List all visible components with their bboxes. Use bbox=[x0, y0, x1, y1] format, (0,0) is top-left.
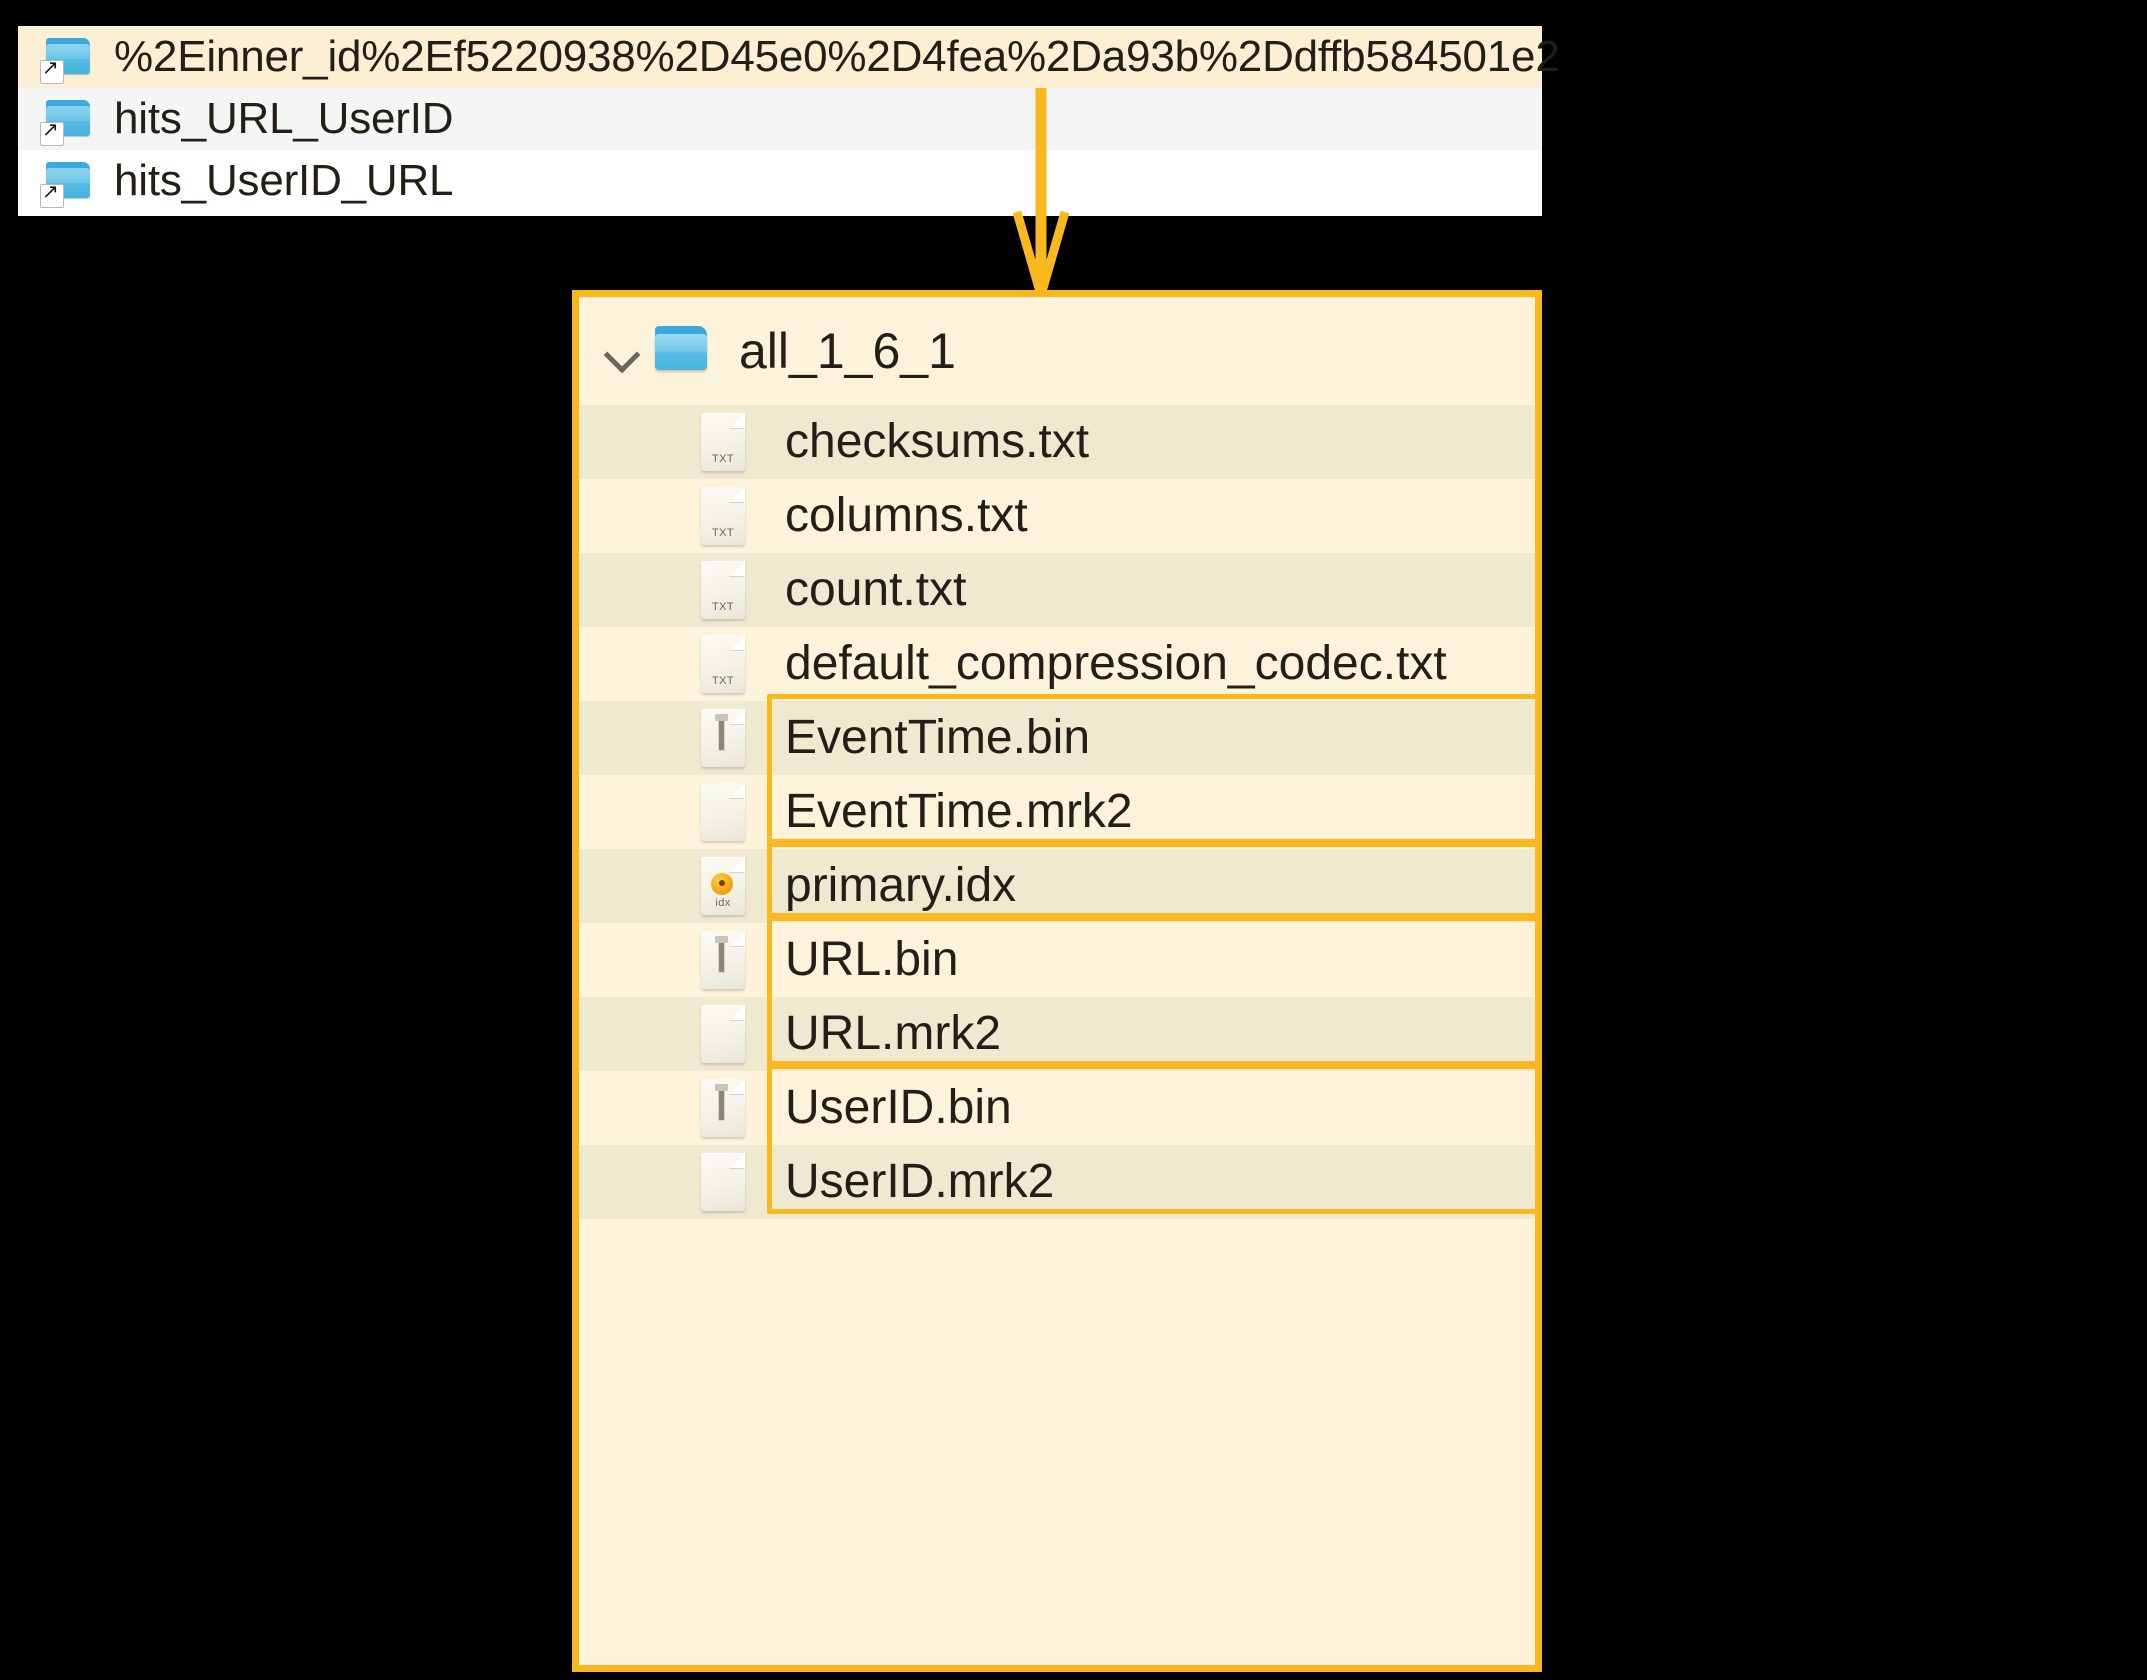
txt-file-icon: TXT bbox=[701, 487, 745, 545]
file-row[interactable]: TXT checksums.txt bbox=[579, 405, 1535, 479]
file-row-label: EventTime.mrk2 bbox=[785, 785, 1133, 838]
file-type-badge: TXT bbox=[712, 453, 734, 465]
file-row[interactable]: URL.mrk2 bbox=[579, 997, 1535, 1071]
bin-file-icon bbox=[701, 931, 745, 989]
file-type-badge: TXT bbox=[712, 601, 734, 613]
part-folder-row[interactable]: all_1_6_1 bbox=[579, 297, 1535, 405]
file-row[interactable]: TXT count.txt bbox=[579, 553, 1535, 627]
txt-file-icon: TXT bbox=[701, 561, 745, 619]
file-row-label: EventTime.bin bbox=[785, 711, 1091, 764]
file-list-row-2[interactable]: hits_UserID_URL bbox=[18, 150, 1542, 212]
file-row[interactable]: EventTime.mrk2 bbox=[579, 775, 1535, 849]
file-row-label: default_compression_codec.txt bbox=[785, 637, 1447, 690]
file-row-label: primary.idx bbox=[785, 859, 1017, 912]
file-type-badge: TXT bbox=[712, 675, 734, 687]
file-row[interactable]: UserID.mrk2 bbox=[579, 1145, 1535, 1219]
chevron-down-icon[interactable] bbox=[601, 330, 643, 372]
file-row[interactable]: TXT columns.txt bbox=[579, 479, 1535, 553]
file-list-row-0[interactable]: %2Einner_id%2Ef5220938%2D45e0%2D4fea%2Da… bbox=[18, 26, 1560, 88]
folder-shortcut-icon bbox=[40, 36, 94, 84]
file-type-badge: idx bbox=[715, 897, 731, 909]
bin-file-icon bbox=[701, 1079, 745, 1137]
file-row-label: URL.bin bbox=[785, 933, 959, 986]
file-row-label: UserID.mrk2 bbox=[785, 1155, 1055, 1208]
file-list-row-1[interactable]: hits_URL_UserID bbox=[18, 88, 1542, 150]
folder-icon bbox=[653, 326, 711, 376]
blank-file-icon bbox=[701, 783, 745, 841]
file-row-label: UserID.bin bbox=[785, 1081, 1012, 1134]
file-row-label: columns.txt bbox=[785, 489, 1028, 542]
file-row[interactable]: EventTime.bin bbox=[579, 701, 1535, 775]
folder-shortcut-icon bbox=[40, 160, 94, 208]
file-row-label: checksums.txt bbox=[785, 415, 1090, 468]
file-list-row-label: %2Einner_id%2Ef5220938%2D45e0%2D4fea%2Da… bbox=[114, 32, 1560, 81]
file-row[interactable]: TXT default_compression_codec.txt bbox=[579, 627, 1535, 701]
file-list-row-label: hits_UserID_URL bbox=[114, 156, 454, 205]
blank-file-icon bbox=[701, 1153, 745, 1211]
file-row-label: count.txt bbox=[785, 563, 967, 616]
folder-shortcut-icon bbox=[40, 98, 94, 146]
bin-file-icon bbox=[701, 709, 745, 767]
txt-file-icon: TXT bbox=[701, 413, 745, 471]
idx-file-icon: idx bbox=[701, 857, 745, 915]
file-row[interactable]: UserID.bin bbox=[579, 1071, 1535, 1145]
txt-file-icon: TXT bbox=[701, 635, 745, 693]
file-type-badge: TXT bbox=[712, 527, 734, 539]
part-folder-label: all_1_6_1 bbox=[739, 323, 956, 379]
file-row[interactable]: URL.bin bbox=[579, 923, 1535, 997]
file-list-row-label: hits_URL_UserID bbox=[114, 94, 454, 143]
file-row-label: URL.mrk2 bbox=[785, 1007, 1002, 1060]
file-row[interactable]: idx primary.idx bbox=[579, 849, 1535, 923]
blank-file-icon bbox=[701, 1005, 745, 1063]
file-list-panel: %2Einner_id%2Ef5220938%2D45e0%2D4fea%2Da… bbox=[18, 26, 1560, 216]
